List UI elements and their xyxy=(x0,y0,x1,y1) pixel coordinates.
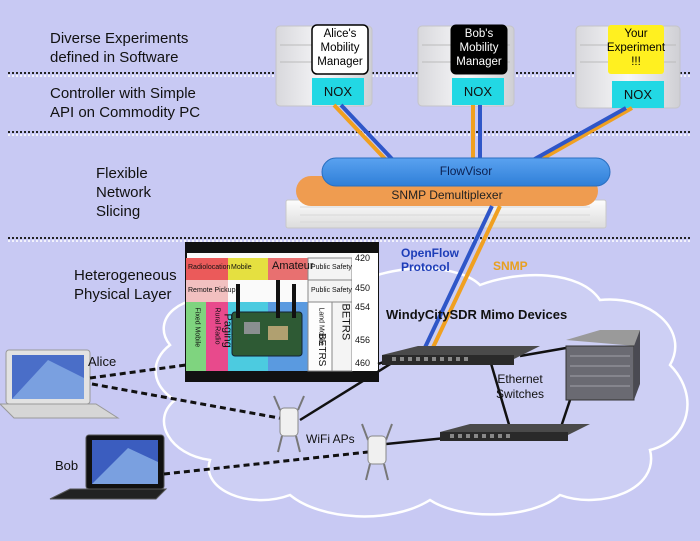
alice-exp-line1: Alice's xyxy=(323,28,357,40)
openflow-line2: Protocol xyxy=(401,260,450,274)
ethernet-line2: Switches xyxy=(496,387,545,401)
openflow-downlink xyxy=(418,205,494,359)
label-slicing-layer: Flexible Network Slicing xyxy=(96,164,151,221)
bob-experiment-box[interactable] xyxy=(450,24,508,75)
spectrum-row1-cell4: Public Safety xyxy=(311,264,352,271)
spectrum-vertical-3: Paging xyxy=(221,313,234,348)
label-physical-layer: Heterogeneous Physical Layer xyxy=(74,266,177,304)
controller-layer-line2: API on Commodity PC xyxy=(50,104,201,121)
spectrum-freq-3: 454 xyxy=(355,302,371,312)
nox-box-alice[interactable] xyxy=(312,78,364,105)
alice-exp-line2: Mobility xyxy=(320,42,360,54)
laptop-alice[interactable] xyxy=(0,349,120,419)
your-experiment-label: Your Experiment !!! xyxy=(606,27,666,69)
nox-box-bob[interactable] xyxy=(452,78,504,105)
nox-label-yours: NOX xyxy=(623,87,653,102)
bob-exp-line2: Mobility xyxy=(459,42,499,54)
alice-experiment-label: Alice's Mobility Manager xyxy=(312,27,368,69)
openflow-snmp-links xyxy=(332,103,633,162)
ethernet-switches-label: Ethernet Switches xyxy=(496,372,544,402)
spectrum-row1-cell3: Amateur xyxy=(272,260,314,272)
label-controller-layer: Controller with Simple API on Commodity … xyxy=(50,84,200,122)
openflow-protocol-label: OpenFlow Protocol xyxy=(401,246,459,274)
slicing-layer-line3: Slicing xyxy=(96,203,141,220)
snmp-demux-label: SNMP Demultiplexer xyxy=(391,188,503,202)
spectrum-row2-cell1: Remote Pickup xyxy=(188,287,236,294)
wifi-aps-label: WiFi APs xyxy=(306,432,355,446)
spectrum-freq-5: 460 xyxy=(355,358,371,368)
spectrum-freq-1: 420 xyxy=(355,253,371,263)
spectrum-row1-cell1: Radiolocation xyxy=(188,264,231,271)
wifi-ap-1[interactable] xyxy=(273,395,305,453)
nox-label-alice: NOX xyxy=(323,84,353,99)
spectrum-freq-4: 456 xyxy=(355,335,371,345)
spectrum-vertical-5: BETRS xyxy=(339,303,352,341)
ethernet-line1: Ethernet xyxy=(497,372,543,386)
alice-experiment-box[interactable] xyxy=(311,24,369,75)
snmp-downlink xyxy=(426,205,502,359)
spectrum-freq-2: 450 xyxy=(355,283,371,293)
physical-layer-line2: Physical Layer xyxy=(74,286,172,303)
ethernet-switch-top[interactable] xyxy=(382,346,540,365)
your-experiment-box[interactable] xyxy=(608,25,664,74)
flowvisor-bar[interactable] xyxy=(321,157,611,187)
user-alice-label: Alice xyxy=(88,354,117,369)
your-exp-line3: !!! xyxy=(631,56,641,68)
physical-layer-line1: Heterogeneous xyxy=(74,267,177,284)
ethernet-switch-bottom[interactable] xyxy=(440,424,590,441)
flowvisor-label: FlowVisor xyxy=(439,164,493,178)
snmp-protocol-label: SNMP xyxy=(493,259,528,273)
spectrum-row2-cell4: Public Safety xyxy=(311,287,352,294)
slicing-layer-line1: Flexible xyxy=(96,165,148,182)
alice-exp-line3: Manager xyxy=(317,56,363,68)
slicing-layer-line2: Network xyxy=(96,184,152,201)
bob-exp-line1: Bob's xyxy=(464,28,494,40)
nox-box-yours[interactable] xyxy=(612,81,664,108)
spectrum-row1-cell2: Mobile xyxy=(231,264,252,271)
sdr-devices-label: WindyCitySDR Mimo Devices xyxy=(386,307,568,322)
controller-layer-line1: Controller with Simple xyxy=(50,85,196,102)
bob-experiment-label: Bob's Mobility Manager xyxy=(451,27,507,69)
label-experiments-layer: Diverse Experiments defined in Software xyxy=(50,29,188,67)
sdr-board xyxy=(231,280,303,357)
laptop-bob[interactable] xyxy=(49,434,168,500)
core-switch-chassis[interactable] xyxy=(565,330,640,401)
experiments-layer-line2: defined in Software xyxy=(50,49,179,66)
nox-label-bob: NOX xyxy=(463,84,493,99)
bob-exp-line3: Manager xyxy=(456,56,502,68)
spectrum-vertical-1: Fixed Mobile xyxy=(193,307,201,348)
openflow-line1: OpenFlow xyxy=(401,246,459,260)
your-exp-line1: Your xyxy=(624,28,648,40)
experiments-layer-line1: Diverse Experiments xyxy=(50,30,189,47)
your-exp-line2: Experiment xyxy=(606,42,666,54)
wifi-ap-2[interactable] xyxy=(361,423,393,481)
user-bob-label: Bob xyxy=(55,458,79,473)
wireless-links xyxy=(89,363,369,476)
spectrum-vertical-6: BETRS xyxy=(316,333,327,367)
